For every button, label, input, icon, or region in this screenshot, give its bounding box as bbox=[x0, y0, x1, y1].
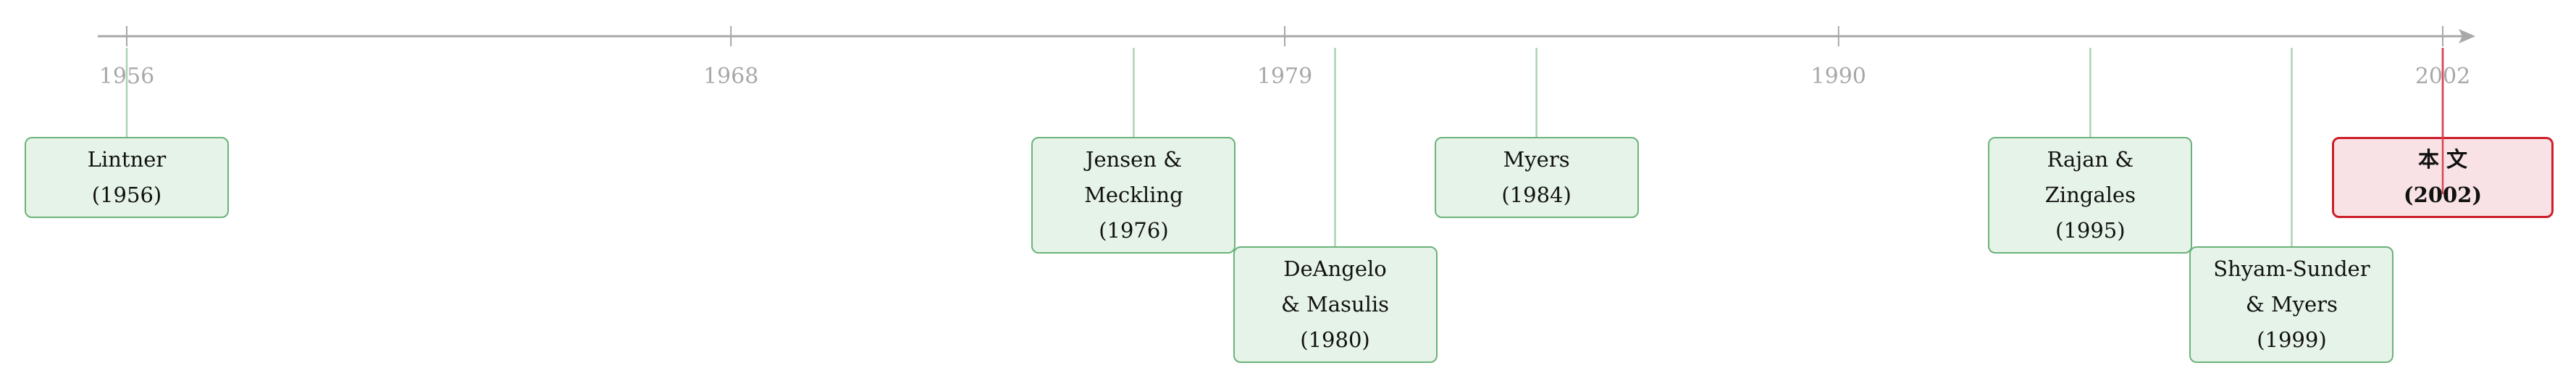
event-label-line: & Masulis bbox=[1281, 292, 1390, 317]
event-box-deangelo-masulis: DeAngelo & Masulis (1980) bbox=[1233, 246, 1438, 363]
tick-label: 1979 bbox=[1257, 64, 1312, 89]
event-label-line: & Myers bbox=[2245, 292, 2338, 317]
event-label-line: Jensen & bbox=[1085, 147, 1183, 172]
event-label-line: Myers bbox=[1503, 147, 1570, 172]
tick-label: 1968 bbox=[703, 64, 758, 89]
event-label-line: (1980) bbox=[1300, 327, 1370, 352]
tick-label: 2002 bbox=[2415, 64, 2470, 89]
event-label-line: Rajan & bbox=[2047, 147, 2134, 172]
event-label-line: (1999) bbox=[2257, 327, 2327, 352]
tick-label: 1990 bbox=[1811, 64, 1866, 89]
event-label-line: (1976) bbox=[1099, 218, 1169, 243]
event-label-line: Zingales bbox=[2044, 183, 2136, 207]
event-box-this-paper: 本 文 (2002) bbox=[2332, 137, 2554, 218]
event-label-line: DeAngelo bbox=[1283, 256, 1387, 281]
axis-ticks: 1956 1968 1979 1990 2002 bbox=[99, 26, 2470, 89]
tick-label: 1956 bbox=[99, 64, 154, 89]
event-label-line: (1956) bbox=[91, 183, 162, 207]
event-label-line: Shyam-Sunder bbox=[2213, 256, 2370, 281]
event-label-line: (2002) bbox=[2403, 183, 2483, 207]
event-box-rajan-zingales: Rajan & Zingales (1995) bbox=[1988, 137, 2193, 254]
event-label-line: Meckling bbox=[1084, 183, 1183, 207]
event-label-line: (1995) bbox=[2055, 218, 2126, 243]
event-label-line: (1984) bbox=[1501, 183, 1572, 207]
event-box-shyam-sunder-myers: Shyam-Sunder & Myers (1999) bbox=[2189, 246, 2394, 363]
event-box-lintner: Lintner (1956) bbox=[25, 137, 229, 218]
event-box-myers: Myers (1984) bbox=[1434, 137, 1639, 218]
event-box-jensen-meckling: Jensen & Meckling (1976) bbox=[1031, 137, 1236, 254]
axis-arrowhead bbox=[2459, 29, 2475, 43]
event-label-line: Lintner bbox=[87, 147, 167, 172]
event-label-line: 本 文 bbox=[2417, 147, 2468, 172]
